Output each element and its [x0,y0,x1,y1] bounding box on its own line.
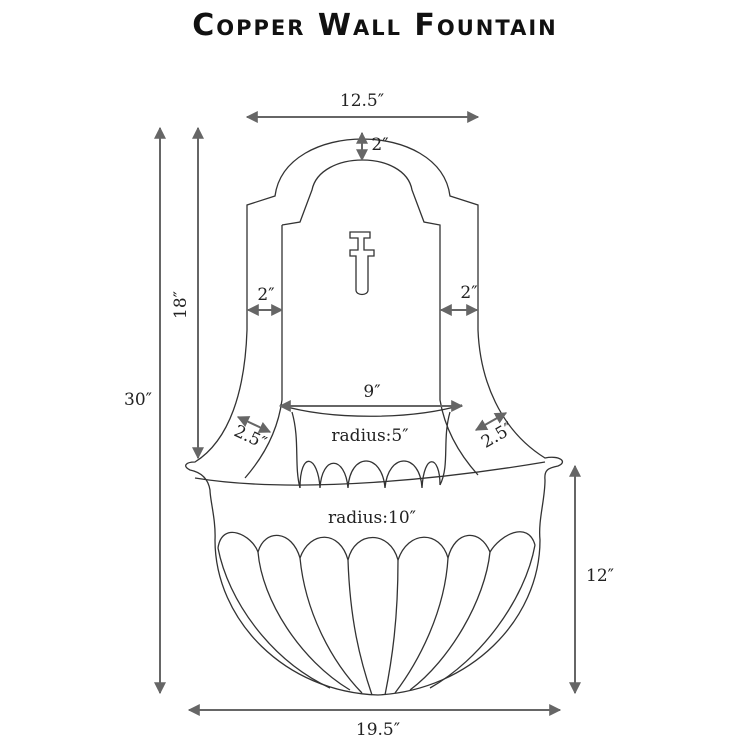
label-right-pillar: 2″ [460,283,477,303]
label-top-width: 12.5″ [340,91,384,111]
label-lower-basin-radius: radius:10″ [328,508,416,528]
label-upper-basin-radius: radius:5″ [331,426,408,446]
fountain-outline [185,138,563,696]
label-arch-thickness: 2″ [371,135,388,155]
label-right-flare: 2.5″ [478,419,517,453]
label-upper-basin-width: 9″ [363,382,380,402]
label-lower-basin-height: 12″ [586,566,614,586]
dimension-lines [154,111,581,716]
label-left-flare: 2.5″ [231,421,270,453]
label-total-width: 19.5″ [356,720,400,740]
label-inner-height: 18″ [171,291,191,319]
page-title: Copper Wall Fountain [192,8,558,43]
label-left-pillar: 2″ [257,285,274,305]
label-total-height: 30″ [124,390,152,410]
